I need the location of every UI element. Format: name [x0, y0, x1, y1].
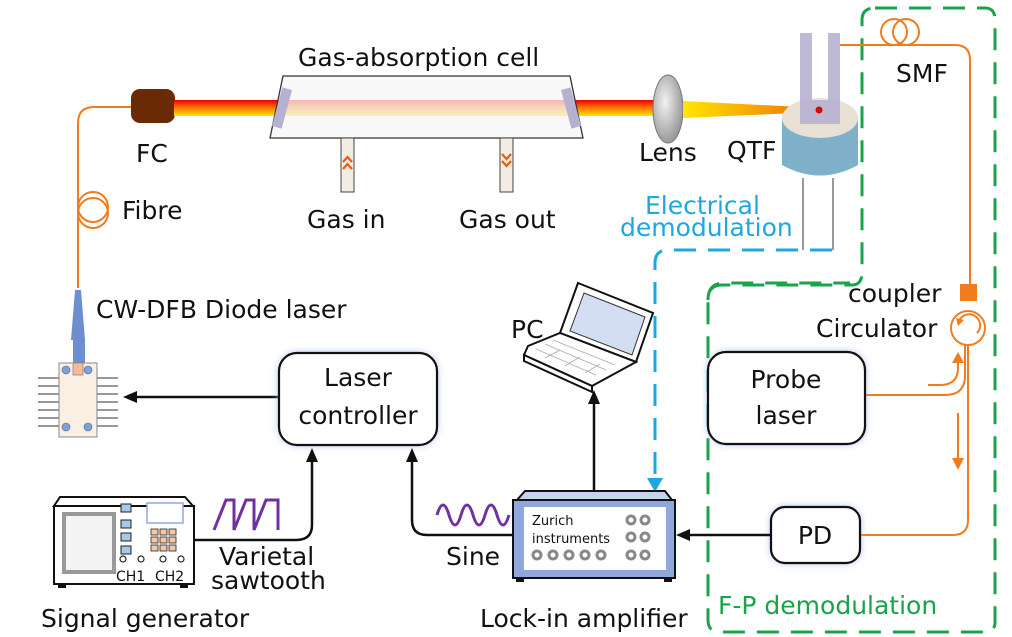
circulator-label: Circulator — [816, 314, 938, 343]
coupler-icon — [960, 284, 977, 301]
direction-arrow-up — [928, 360, 959, 386]
lockin-label: Lock-in amplifier — [480, 604, 688, 633]
pc-laptop-icon — [522, 281, 655, 394]
gas-in-label: Gas in — [307, 205, 385, 234]
electrical-demod-label-1: Electrical — [645, 191, 760, 220]
electrical-demod-dashed-line — [653, 248, 832, 480]
gas-out-label: Gas out — [459, 205, 556, 234]
fc-label: FC — [136, 139, 168, 168]
pd-label: PD — [798, 521, 832, 550]
fibre-line — [77, 106, 132, 288]
probe-laser-box — [706, 350, 867, 446]
laser-controller-box — [277, 351, 439, 447]
pc-label: PC — [511, 315, 544, 344]
signal-generator-icon — [52, 496, 196, 588]
circulator-icon — [950, 310, 986, 346]
laser-controller-label-1: Laser — [324, 363, 393, 392]
electrical-demod-label-2: demodulation — [620, 213, 793, 242]
qtf-label: QTF — [727, 136, 776, 165]
gas-out-tube — [499, 137, 514, 193]
probe-laser-label-2: laser — [756, 401, 818, 430]
siggen-to-controller-wire — [194, 462, 314, 542]
focused-beam — [683, 101, 820, 118]
gas-in-tube — [340, 137, 355, 193]
electrical-demod-arrowhead — [647, 478, 663, 492]
probe-to-circulator-fibre — [865, 345, 966, 396]
laser-controller-label-2: controller — [298, 401, 418, 430]
lock-in-amplifier-icon — [512, 490, 676, 582]
qtf-icon — [782, 33, 858, 250]
zurich-label-2: instruments — [532, 532, 610, 547]
ch2-label: CH2 — [155, 569, 184, 585]
lockin-to-controller-wire — [410, 462, 513, 537]
fp-lower-dashed-boundary — [706, 281, 850, 301]
smf-coil-icon — [880, 18, 920, 46]
probe-laser-label-1: Probe — [751, 365, 822, 394]
sine-waveform-icon — [435, 503, 511, 527]
diode-laser-label: CW-DFB Diode laser — [96, 295, 347, 324]
lens-icon — [652, 74, 684, 144]
fp-upper-dashed-boundary — [706, 6, 997, 634]
smf-label: SMF — [896, 59, 948, 88]
sawtooth-waveform-icon — [212, 498, 280, 531]
varietal-label-1: Varietal — [219, 542, 314, 571]
lens-label: Lens — [639, 138, 697, 167]
fc-connector — [131, 89, 175, 123]
sine-label: Sine — [446, 542, 500, 571]
ch1-label: CH1 — [116, 569, 145, 585]
coupler-label: coupler — [848, 279, 942, 308]
fibre-coil-icon — [77, 191, 109, 229]
gas-absorption-cell — [269, 75, 584, 139]
circulator-to-pd-fibre — [860, 345, 969, 536]
diode-laser-icon — [38, 290, 118, 438]
smf-fibre-line — [840, 44, 971, 285]
varietal-label-2: sawtooth — [211, 566, 326, 595]
signal-generator-label: Signal generator — [41, 604, 250, 633]
zurich-label-1: Zurich — [532, 514, 574, 529]
fibre-label: Fibre — [122, 196, 183, 225]
gas-cell-label: Gas-absorption cell — [298, 43, 539, 72]
fp-demod-label: F-P demodulation — [718, 591, 937, 620]
